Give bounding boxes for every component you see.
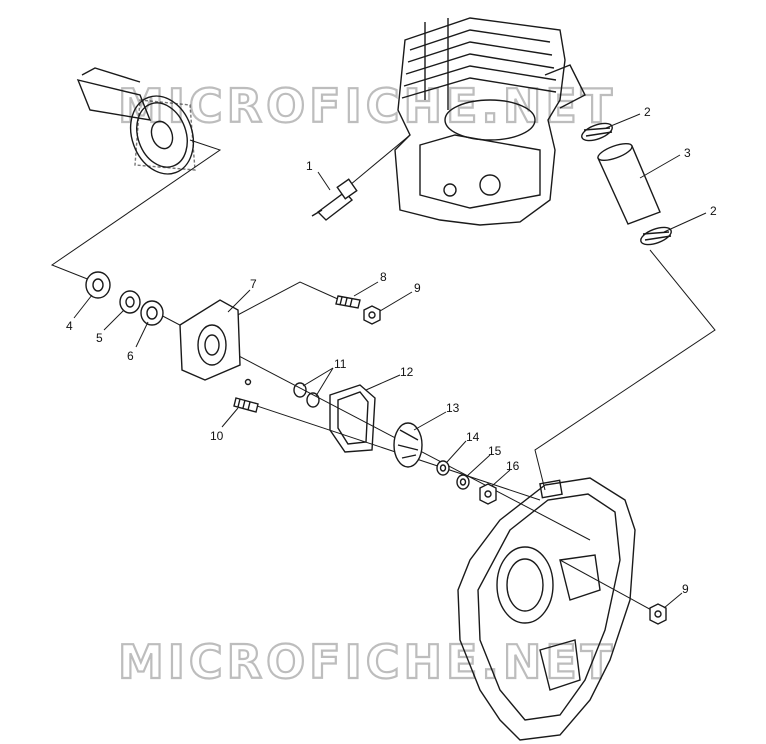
watermark-bottom: MICROFICHE.NET <box>118 635 616 689</box>
callout-2-upper: 2 <box>644 105 651 119</box>
callout-10: 10 <box>210 429 224 443</box>
part-9-nut-lower <box>649 603 667 625</box>
callout-8: 8 <box>380 270 387 284</box>
leader-lines <box>73 113 707 609</box>
callout-14: 14 <box>466 430 480 444</box>
line-housing-to-stud <box>231 281 341 319</box>
callout-13: 13 <box>446 401 460 415</box>
part-12-gasket <box>329 384 376 453</box>
part-1-temperature-sensor <box>311 178 358 221</box>
callouts: 1 2 3 2 4 5 6 7 8 9 10 11 12 13 14 15 16… <box>66 105 717 596</box>
line-shaft-to-bearing <box>50 139 222 283</box>
callout-3: 3 <box>684 146 691 160</box>
watermark-top: MICROFICHE.NET <box>118 79 616 133</box>
part-10-stud <box>233 397 259 413</box>
callout-1: 1 <box>306 159 313 173</box>
part-5-spacer <box>119 290 141 314</box>
callout-9-lower: 9 <box>682 582 689 596</box>
callout-15: 15 <box>488 444 502 458</box>
part-9-nut-upper <box>363 305 381 325</box>
part-14-washer <box>436 460 450 476</box>
crankcase-cover <box>457 477 636 741</box>
line-stud-axis <box>244 401 541 501</box>
callout-2-lower: 2 <box>710 204 717 218</box>
part-6-seal <box>140 300 164 326</box>
callout-4: 4 <box>66 319 73 333</box>
line-hose-to-cover <box>534 249 716 491</box>
part-3-coolant-hose <box>597 142 661 225</box>
part-2-hose-clamp-upper <box>581 122 613 142</box>
line-nut-to-cover <box>559 559 656 613</box>
callout-9-upper: 9 <box>414 281 421 295</box>
part-7-pump-housing <box>179 299 252 386</box>
callout-7: 7 <box>250 277 257 291</box>
callout-12: 12 <box>400 365 414 379</box>
part-16-nut <box>479 483 497 505</box>
callout-6: 6 <box>127 349 134 363</box>
part-13-impeller <box>393 422 423 468</box>
part-15-lock-washer <box>456 474 470 490</box>
water-pump-shaft-gear <box>76 67 196 175</box>
callout-11: 11 <box>334 357 347 371</box>
assembly-lines <box>50 134 716 613</box>
part-2-hose-clamp-lower <box>640 226 672 246</box>
callout-5: 5 <box>96 331 103 345</box>
callout-16: 16 <box>506 459 520 473</box>
line-sensor-to-cylinder <box>349 134 411 186</box>
part-11-o-rings <box>293 382 320 408</box>
part-8-stud <box>335 295 361 309</box>
engine-cylinder <box>394 17 586 226</box>
part-4-bearing <box>85 271 111 299</box>
